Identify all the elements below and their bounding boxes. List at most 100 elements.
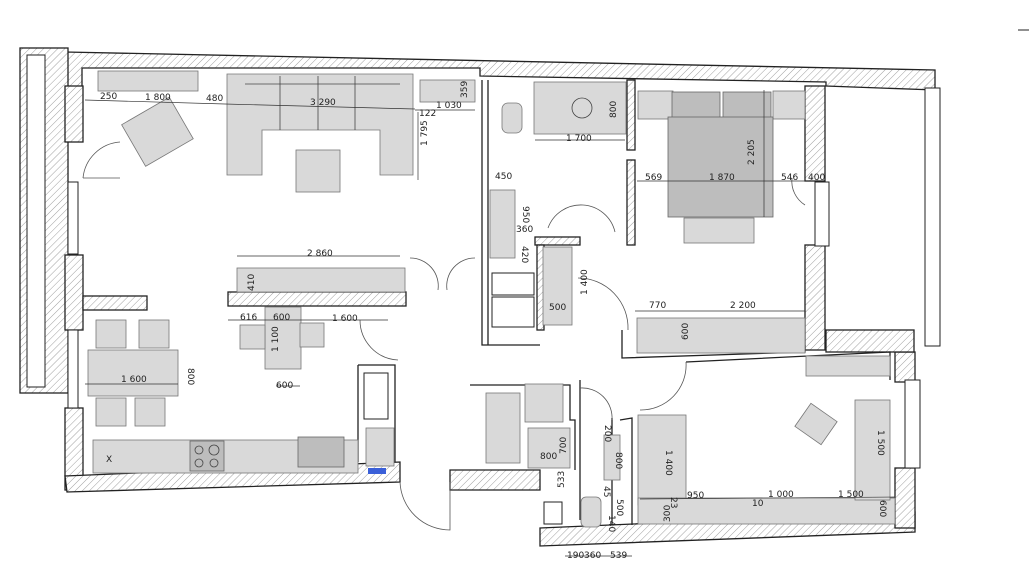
appliance-mark: X bbox=[106, 455, 112, 465]
tv-unit bbox=[236, 267, 406, 293]
bottom-rooms bbox=[485, 355, 896, 528]
dim-label: 546 bbox=[781, 173, 798, 183]
armchair bbox=[794, 402, 838, 446]
dim-label: 1 400 bbox=[580, 269, 590, 295]
chair bbox=[95, 319, 127, 349]
bar-stool bbox=[299, 322, 325, 348]
dim-label: 420 bbox=[519, 246, 529, 263]
dim-label: 700 bbox=[559, 437, 569, 454]
washer bbox=[524, 383, 564, 423]
dim-label: 600 bbox=[276, 381, 293, 391]
sink-icon bbox=[297, 436, 345, 468]
dim-label: 360 bbox=[584, 551, 601, 561]
window-left-1 bbox=[67, 181, 79, 255]
bottom-dims: 700 800 533 200 800 45 500 140 1 400 950… bbox=[540, 425, 887, 561]
dim-label: 1 100 bbox=[271, 326, 281, 352]
window-bottom-right bbox=[904, 379, 921, 469]
dim-label: 190 bbox=[567, 551, 584, 561]
dim-label: 300 bbox=[663, 505, 673, 522]
dim-label: 1 400 bbox=[663, 450, 673, 476]
living-room-dims: 250 1 800 480 3 290 359 1 030 122 1 795 bbox=[100, 81, 470, 146]
balcony-right bbox=[924, 87, 941, 347]
shelf-unit bbox=[365, 427, 395, 467]
window-bedroom bbox=[814, 181, 830, 247]
accent-marker bbox=[368, 468, 386, 474]
kitchen-dims: 2 860 410 616 600 1 600 1 100 600 1 600 … bbox=[121, 249, 358, 391]
bar-stool bbox=[239, 324, 266, 350]
dim-label: 3 290 bbox=[310, 98, 336, 108]
bathroom-dims: 800 1 700 450 950 360 420 1 400 500 bbox=[495, 101, 619, 313]
chair bbox=[134, 397, 166, 427]
dim-label: 200 bbox=[602, 425, 612, 442]
sofa bbox=[226, 73, 414, 176]
dim-label: 1 795 bbox=[420, 120, 430, 146]
chair bbox=[95, 397, 127, 427]
dining-table bbox=[87, 349, 179, 397]
dim-label: 950 bbox=[520, 206, 530, 223]
dim-label: 450 bbox=[495, 172, 512, 182]
cooktop-icon bbox=[189, 440, 225, 472]
rug bbox=[683, 217, 755, 244]
dim-label: 2 200 bbox=[730, 301, 756, 311]
dim-label: 1 030 bbox=[436, 101, 462, 111]
shelf bbox=[419, 79, 476, 103]
kitchen-partition bbox=[227, 291, 407, 307]
dim-label: 250 bbox=[100, 92, 117, 102]
dim-label: 1 870 bbox=[709, 173, 735, 183]
fridge bbox=[363, 372, 389, 420]
dim-label: 600 bbox=[273, 313, 290, 323]
bar-table bbox=[264, 306, 302, 370]
dim-label: 800 bbox=[185, 368, 195, 385]
sink bbox=[603, 434, 621, 481]
dim-label: 950 bbox=[687, 491, 704, 501]
bathtub bbox=[533, 81, 627, 135]
dim-label: 360 bbox=[516, 225, 533, 235]
shelf bbox=[805, 355, 891, 377]
dim-label: 500 bbox=[614, 499, 624, 516]
window-left-2 bbox=[67, 329, 79, 409]
dim-label: 1 000 bbox=[768, 490, 794, 500]
bathroom bbox=[489, 81, 627, 328]
dim-label: 1 500 bbox=[838, 490, 864, 500]
dim-label: 500 bbox=[549, 303, 566, 313]
dimension-lines bbox=[84, 90, 896, 557]
dim-label: 616 bbox=[240, 313, 257, 323]
armchair bbox=[121, 96, 194, 167]
dim-label: 800 bbox=[609, 101, 619, 118]
doors bbox=[82, 141, 806, 531]
dim-label: 770 bbox=[649, 301, 666, 311]
bed bbox=[667, 116, 774, 218]
dim-label: 23 bbox=[668, 497, 678, 508]
dim-label: 1 600 bbox=[121, 375, 147, 385]
dim-label: 533 bbox=[557, 471, 567, 488]
dim-label: 480 bbox=[206, 94, 223, 104]
dim-label: 10 bbox=[752, 499, 764, 509]
dim-label: 600 bbox=[877, 500, 887, 517]
cabinet bbox=[542, 246, 573, 326]
bedroom bbox=[636, 90, 806, 354]
kitchen: X bbox=[87, 267, 406, 474]
bedroom-dims: 2 205 569 1 870 546 400 770 2 200 600 bbox=[645, 139, 825, 340]
toilet bbox=[501, 102, 523, 134]
dim-label: 2 205 bbox=[747, 139, 757, 165]
vanity bbox=[489, 189, 516, 259]
dim-label: 45 bbox=[601, 486, 611, 497]
dim-label: 122 bbox=[419, 109, 436, 119]
dim-label: 359 bbox=[460, 81, 470, 98]
dim-label: 1 700 bbox=[566, 134, 592, 144]
tv-console bbox=[97, 70, 199, 92]
living-room bbox=[97, 70, 476, 193]
dim-label: 2 860 bbox=[307, 249, 333, 259]
dim-label: 539 bbox=[610, 551, 627, 561]
toilet bbox=[580, 496, 602, 528]
coffee-table bbox=[295, 149, 341, 193]
dim-label: 140 bbox=[606, 515, 616, 532]
closet bbox=[485, 392, 521, 464]
sofa-bottom bbox=[637, 497, 896, 525]
chair bbox=[138, 319, 170, 349]
dim-label: 800 bbox=[540, 452, 557, 462]
dim-label: 600 bbox=[681, 323, 691, 340]
dim-label: 800 bbox=[613, 452, 623, 469]
sofa-right bbox=[854, 399, 891, 501]
